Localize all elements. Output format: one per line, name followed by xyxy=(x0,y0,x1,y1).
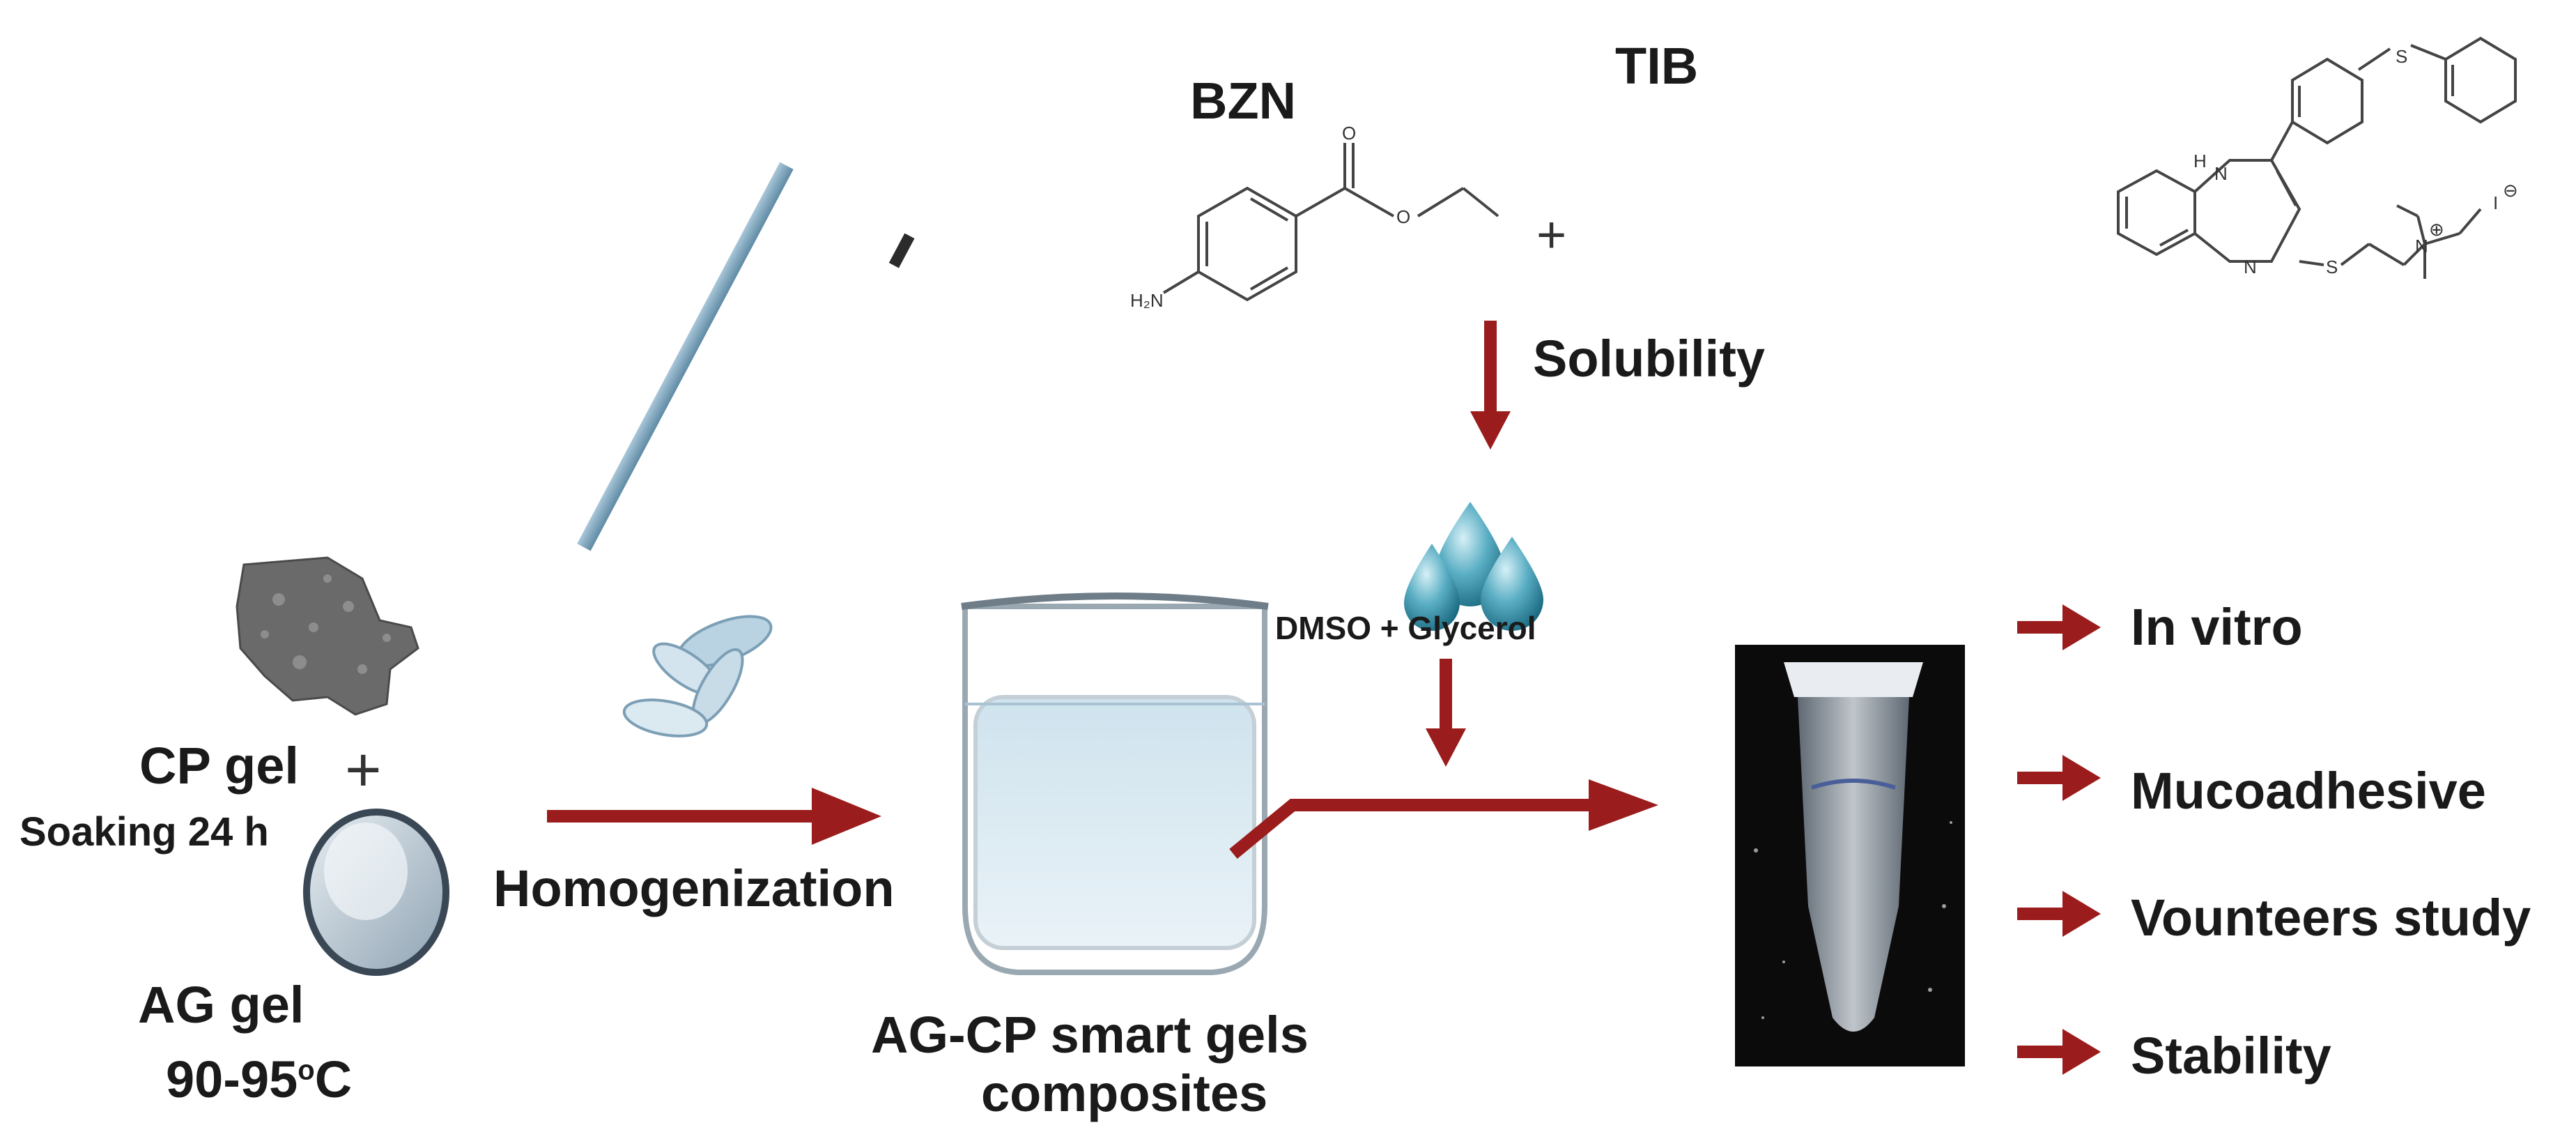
arrow-solvent-to-mix xyxy=(1426,659,1466,767)
bzn-label: BZN xyxy=(1190,72,1297,130)
product-tube-photo xyxy=(1735,645,1965,1066)
droplets-icon xyxy=(1404,502,1543,631)
outcome-arrow-3 xyxy=(2017,891,2101,937)
outcome-label-1: In vitro xyxy=(2131,598,2303,656)
ag-gel-label: AG gel xyxy=(138,976,304,1034)
tib-nh-h: H xyxy=(2193,151,2207,171)
bzn-carbonyl-o: O xyxy=(1342,123,1356,144)
outcome-arrow-2 xyxy=(2017,755,2101,801)
solvent-label: DMSO + Glycerol xyxy=(1275,610,1536,646)
product-label-line2: composites xyxy=(981,1064,1268,1122)
arrow-compounds-to-solvent xyxy=(1470,321,1511,450)
bzn-structure xyxy=(1162,143,1499,302)
arrow-homogenization xyxy=(547,788,881,845)
gels-plus: + xyxy=(345,735,382,805)
compounds-plus: + xyxy=(1536,206,1567,263)
tib-iodide-charge: ⊖ xyxy=(2503,180,2518,201)
arrows xyxy=(547,321,2101,1075)
tib-label: TIB xyxy=(1615,37,1699,95)
tib-ammonium-charge: ⊕ xyxy=(2429,219,2444,240)
homogenizer-stirrer-icon xyxy=(577,162,915,737)
temperature-label: 90-95oC xyxy=(166,1054,352,1106)
tib-sulfur-top: S xyxy=(2396,46,2407,67)
temperature-range: 90-95 xyxy=(166,1050,298,1108)
tib-structure xyxy=(2117,36,2517,279)
tib-imine-n: N xyxy=(2244,257,2257,277)
bzn-ester-o: O xyxy=(1396,206,1410,227)
cp-gel-texture xyxy=(261,574,391,674)
arrow-beaker-to-product xyxy=(1229,779,1658,859)
tib-ammonium-n: N xyxy=(2415,236,2428,257)
soaking-label: Soaking 24 h xyxy=(20,809,269,855)
outcome-arrow-4 xyxy=(2017,1029,2101,1075)
beaker-image xyxy=(961,592,1269,975)
tib-nh-n: N xyxy=(2214,163,2228,184)
ag-gel-dish-image xyxy=(303,809,449,976)
homogenization-label: Homogenization xyxy=(493,859,895,917)
temperature-unit: C xyxy=(314,1050,353,1108)
outcome-label-2: Mucoadhesive xyxy=(2131,762,2486,820)
temperature-degree: o xyxy=(298,1055,315,1086)
tib-sulfur-chain: S xyxy=(2326,257,2338,277)
solubility-label: Solubility xyxy=(1533,330,1765,388)
tib-iodide: I xyxy=(2493,192,2498,213)
product-label-line1: AG-CP smart gels xyxy=(871,1006,1309,1064)
cp-gel-label: CP gel xyxy=(139,737,299,795)
outcome-label-4: Stability xyxy=(2131,1027,2331,1085)
outcome-label-3: Vounteers study xyxy=(2131,889,2531,947)
outcome-arrow-1 xyxy=(2017,604,2101,650)
bzn-amine-label: H₂N xyxy=(1130,290,1164,311)
